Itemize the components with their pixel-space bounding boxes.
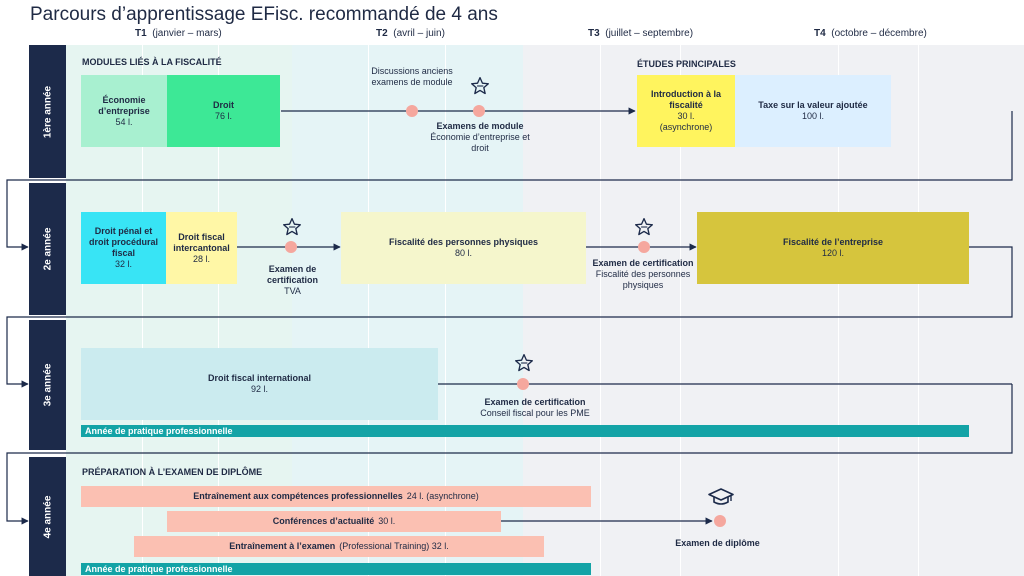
quarter-header-t2: T2 (avril – juin) [376, 28, 445, 39]
year-bar-3: 3e année [29, 320, 66, 450]
milestone-dot [473, 105, 485, 117]
month-divider [218, 45, 219, 576]
section-title-tax-modules: MODULES LIÉS À LA FISCALITÉ [82, 57, 222, 67]
milestone-dot [638, 241, 650, 253]
milestone-dot [406, 105, 418, 117]
month-divider [445, 45, 446, 576]
year-bar-1: 1ère année [29, 45, 66, 178]
milestone-dot [714, 515, 726, 527]
section-title-exam-prep: PRÉPARATION À L’EXAMEN DE DIPLÔME [82, 467, 263, 477]
quarter-header-t1: T1 (janvier – mars) [135, 28, 222, 39]
milestone-dot [285, 241, 297, 253]
star-icon [471, 77, 489, 95]
milestone-dot [517, 378, 529, 390]
graduation-cap-icon [708, 488, 734, 505]
quarter-header-t4: T4 (octobre – décembre) [814, 28, 927, 39]
wrap-line-year3-to-year4 [6, 384, 1013, 525]
module-professional-skills-training: Entraînement aux compétences professionn… [81, 486, 591, 507]
module-exam-training: Entraînement à l’examen(Professional Tra… [134, 536, 544, 557]
star-icon [283, 218, 301, 236]
practice-year-bar: Année de pratique professionnelle [81, 563, 591, 575]
wrap-line-year2-to-year3 [6, 246, 1013, 388]
star-icon [515, 354, 533, 372]
page-title: Parcours d’apprentissage EFisc. recomman… [30, 4, 498, 25]
month-divider [368, 45, 369, 576]
month-divider [918, 45, 919, 576]
wrap-line-year1-to-year2 [6, 111, 1013, 251]
star-icon [635, 218, 653, 236]
section-title-main-studies: ÉTUDES PRINCIPALES [637, 59, 736, 69]
month-divider [600, 45, 601, 576]
quarter-header-t3: T3 (juillet – septembre) [588, 28, 694, 39]
month-divider [142, 45, 143, 576]
discussions-note: Discussions anciens examens de module [371, 66, 453, 87]
year-bar-2: 2e année [29, 183, 66, 315]
month-divider [680, 45, 681, 576]
month-divider [838, 45, 839, 576]
year-bar-4: 4e année [29, 457, 66, 576]
diploma-exam-note: Examen de diplôme [675, 538, 760, 548]
practice-year-bar: Année de pratique professionnelle [81, 425, 969, 437]
